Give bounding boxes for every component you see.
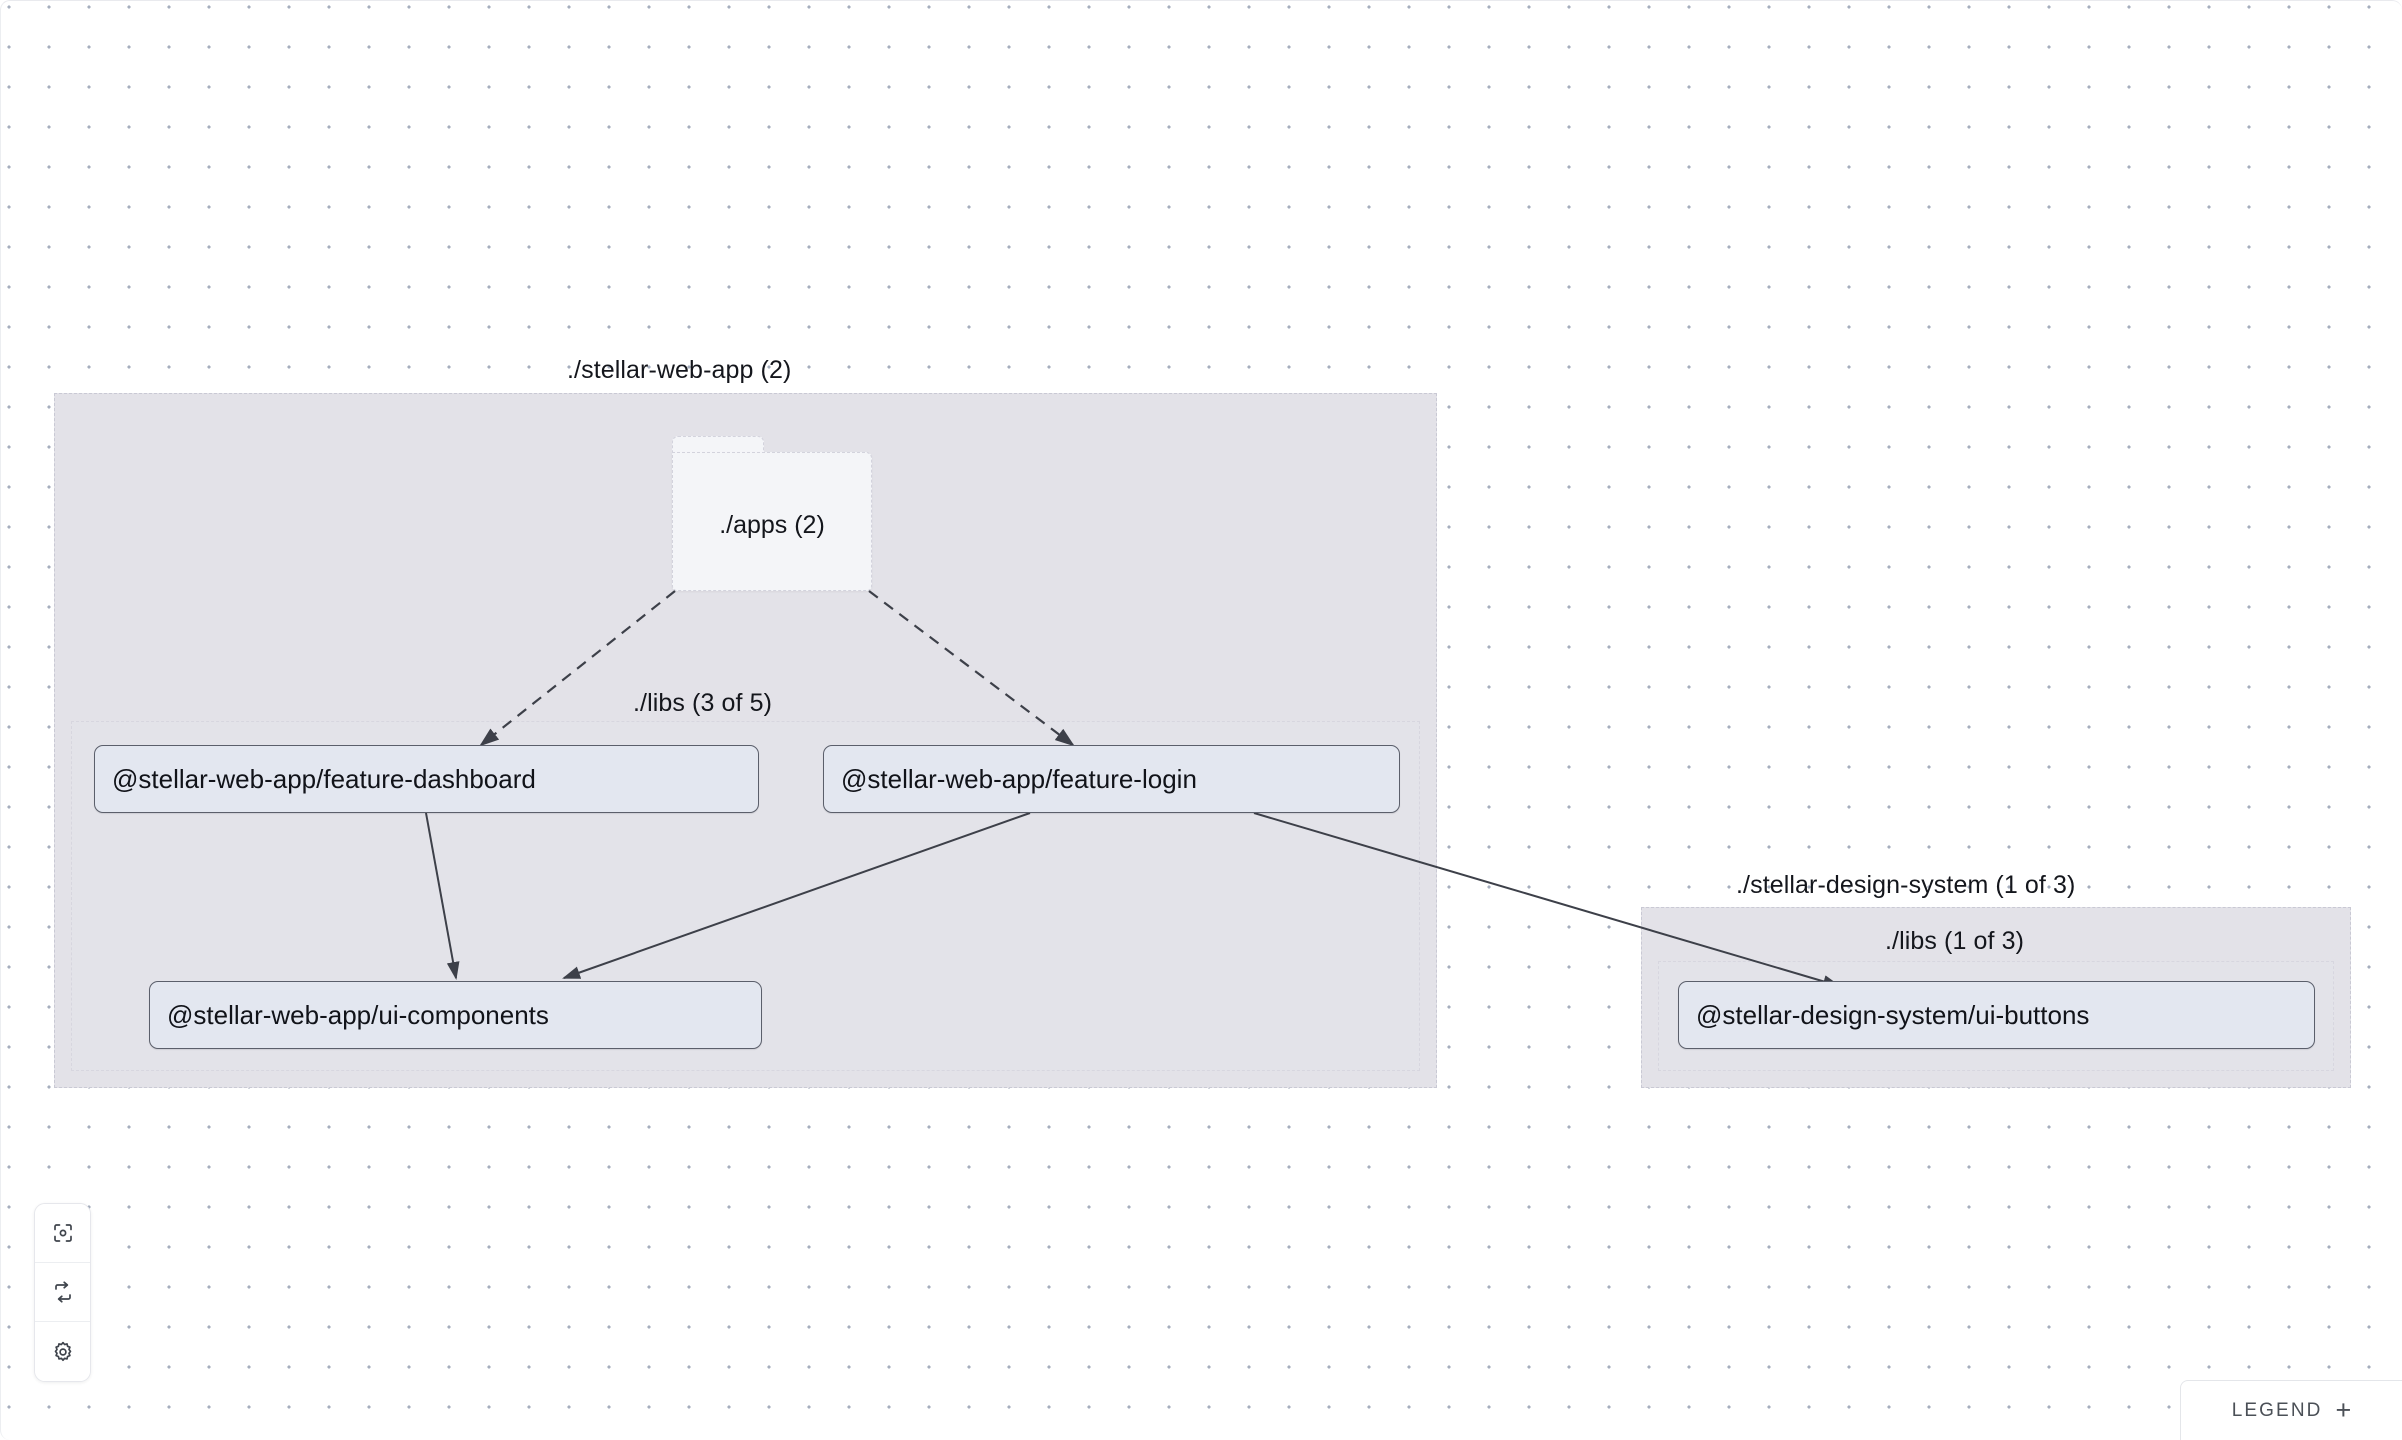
node-feature-dashboard[interactable]: @stellar-web-app/feature-dashboard: [94, 745, 759, 813]
group-label-stellar-web-app: ./stellar-web-app (2): [567, 356, 792, 384]
node-ui-buttons-label: @stellar-design-system/ui-buttons: [1696, 1000, 2090, 1030]
node-feature-login[interactable]: @stellar-web-app/feature-login: [823, 745, 1400, 813]
folder-node-apps-label: ./apps (2): [719, 511, 825, 539]
node-feature-dashboard-label: @stellar-web-app/feature-dashboard: [112, 764, 536, 794]
graph-settings-button[interactable]: [35, 1322, 90, 1381]
legend-panel[interactable]: LEGEND +: [2180, 1380, 2402, 1440]
node-ui-components-label: @stellar-web-app/ui-components: [167, 1000, 549, 1030]
group-label-stellar-web-app-libs: ./libs (3 of 5): [633, 689, 773, 717]
legend-label: LEGEND: [2231, 1399, 2323, 1421]
node-feature-login-label: @stellar-web-app/feature-login: [841, 764, 1197, 794]
folder-body: ./apps (2): [672, 452, 872, 591]
refresh-graph-button[interactable]: [35, 1263, 90, 1322]
focus-icon: [51, 1221, 75, 1245]
focus-graph-button[interactable]: [35, 1204, 90, 1263]
gear-icon: [51, 1340, 75, 1364]
folder-tab-icon: [672, 436, 764, 454]
group-label-stellar-design-system: ./stellar-design-system (1 of 3): [1736, 871, 2076, 899]
group-label-stellar-design-system-libs: ./libs (1 of 3): [1885, 927, 2025, 955]
refresh-icon: [51, 1280, 75, 1304]
graph-control-stack[interactable]: [34, 1203, 91, 1382]
folder-node-apps[interactable]: ./apps (2): [672, 436, 872, 591]
node-ui-components[interactable]: @stellar-web-app/ui-components: [149, 981, 762, 1049]
node-ui-buttons[interactable]: @stellar-design-system/ui-buttons: [1678, 981, 2315, 1049]
legend-expand-icon[interactable]: +: [2335, 1395, 2352, 1425]
